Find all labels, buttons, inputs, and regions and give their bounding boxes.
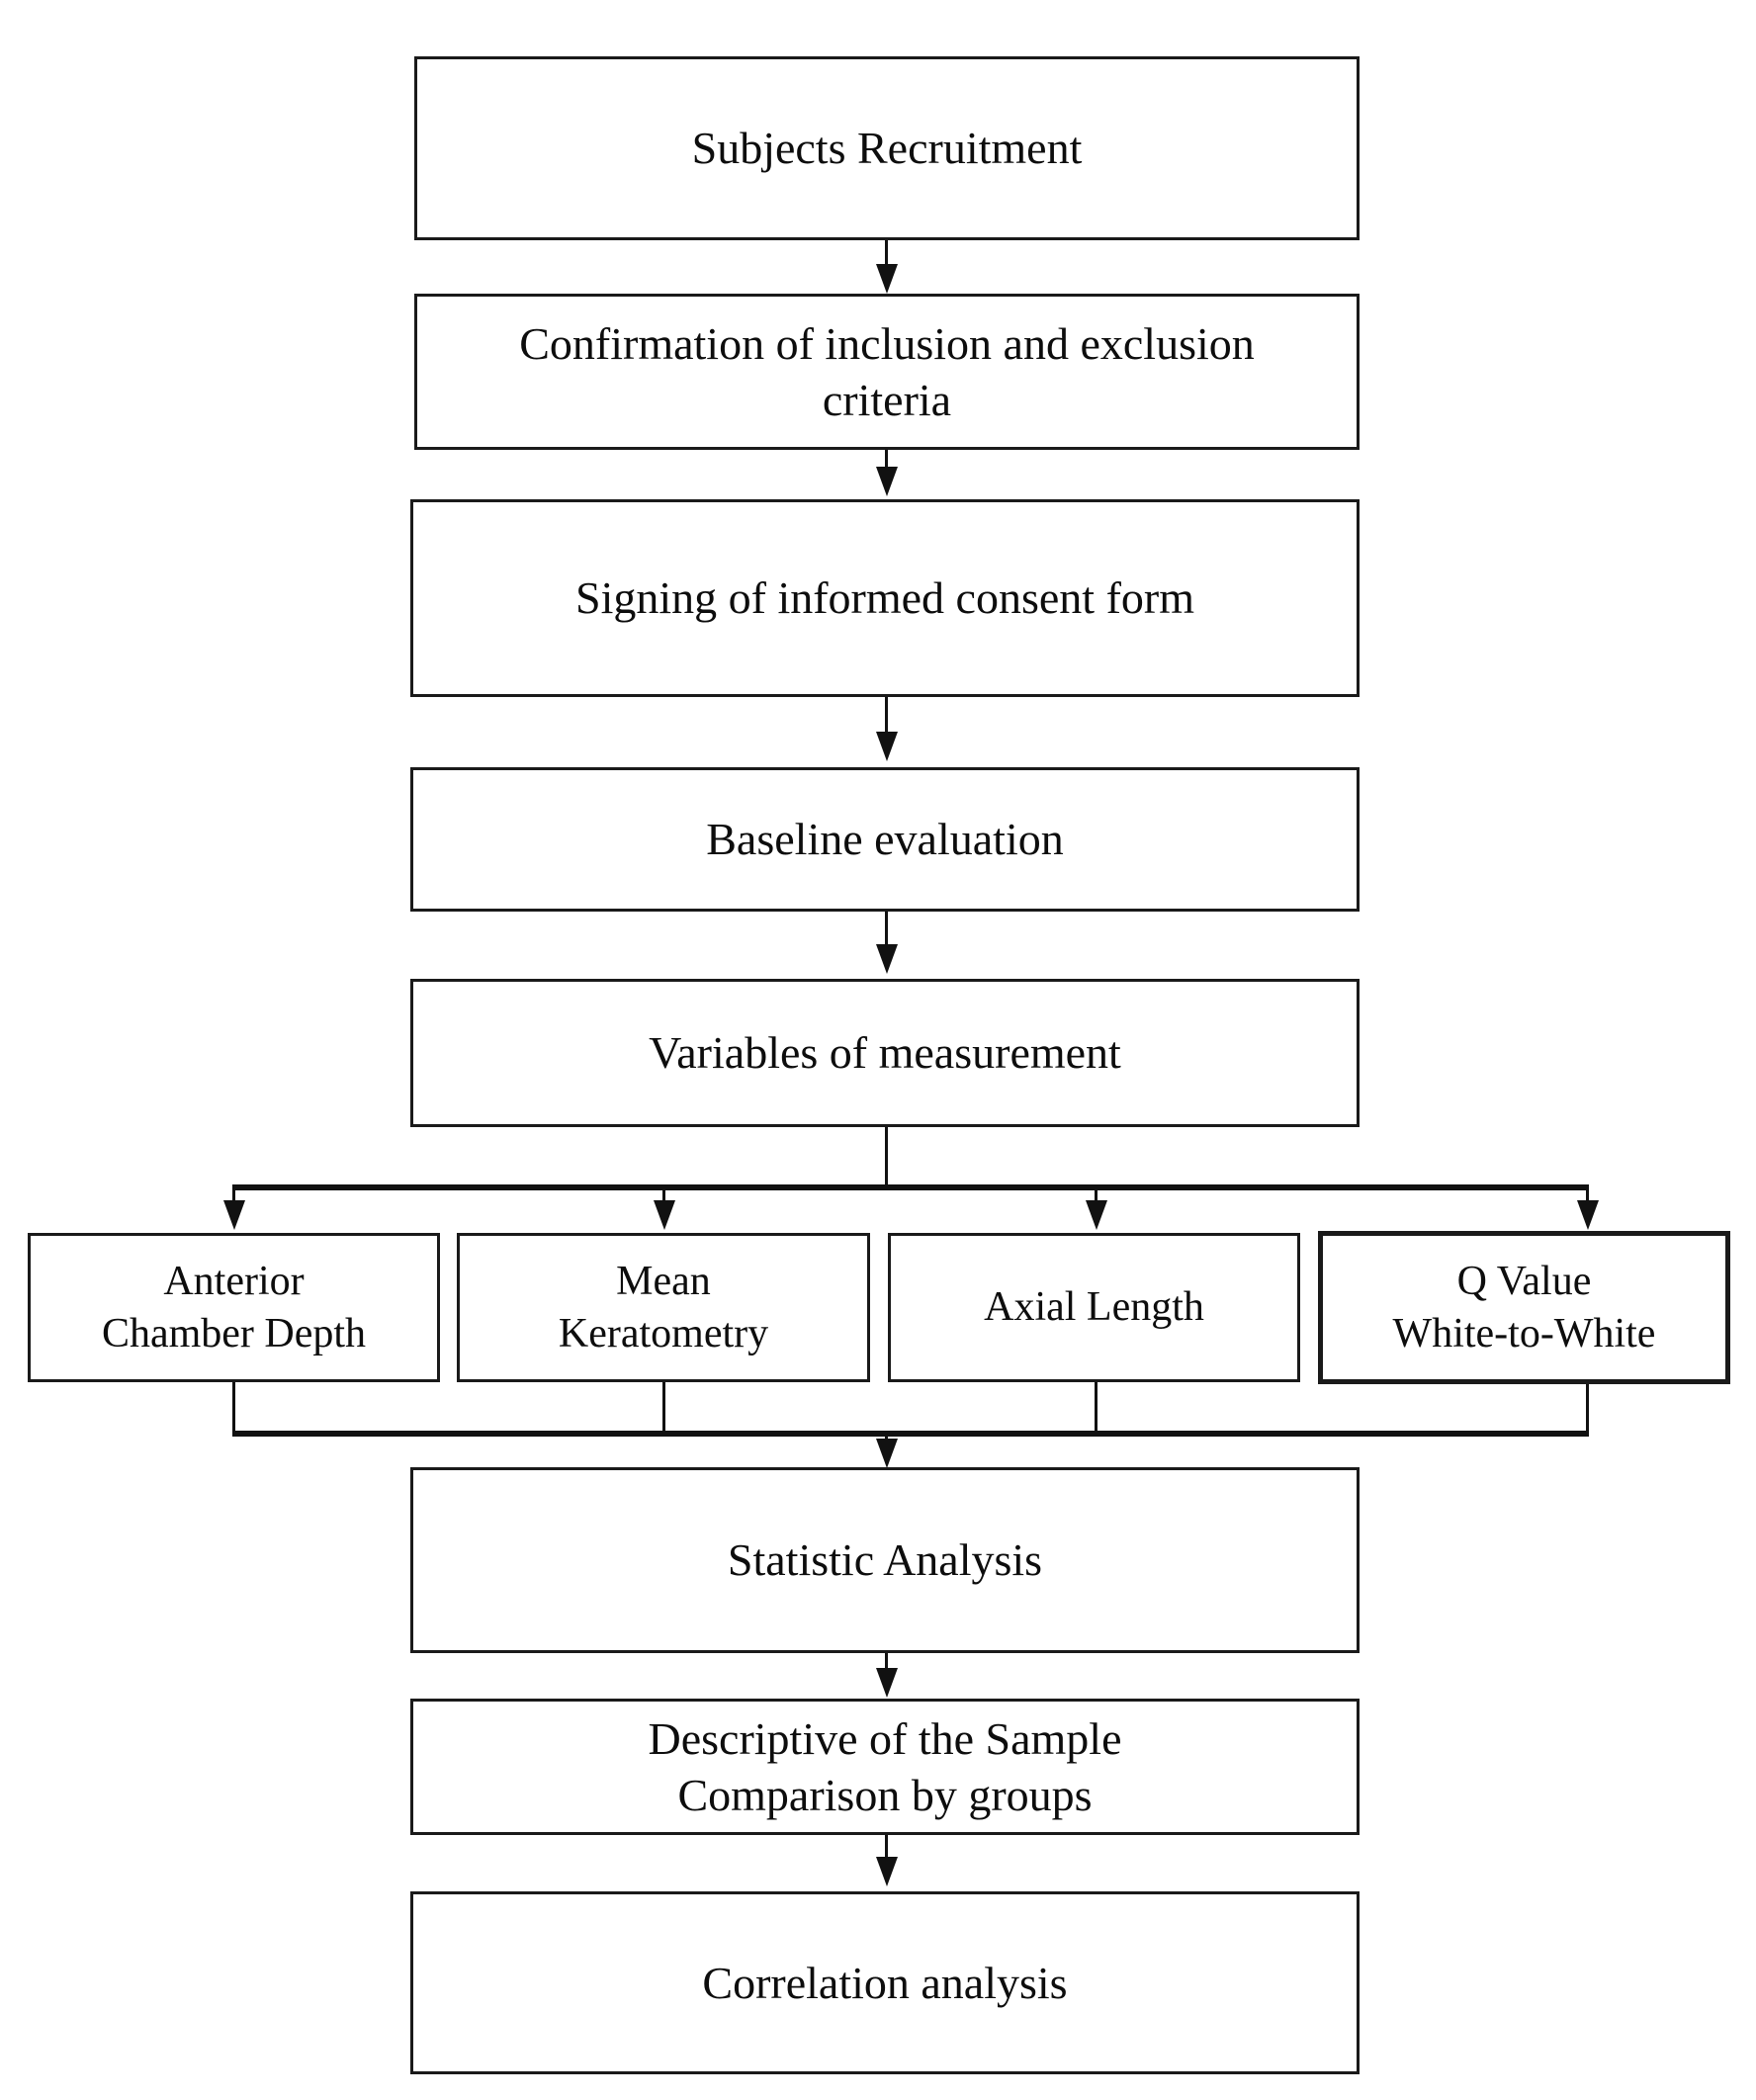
node-baseline-evaluation-label: Baseline evaluation <box>706 814 1064 865</box>
connector-riser-acd <box>232 1382 235 1434</box>
node-variables-of-measurement[interactable]: Variables of measurement <box>410 979 1360 1127</box>
node-q-value-white-to-white-label: Q Value White-to-White <box>1392 1259 1656 1356</box>
node-anterior-chamber-depth[interactable]: Anterior Chamber Depth <box>28 1233 440 1382</box>
node-descriptive-comparison-label: Descriptive of the Sample Comparison by … <box>648 1712 1122 1821</box>
connector-descriptive-to-correlation <box>885 1835 888 1873</box>
node-correlation-analysis[interactable]: Correlation analysis <box>410 1891 1360 2074</box>
arrowhead-to-mean-k <box>654 1200 675 1230</box>
arrowhead-to-consent <box>876 467 898 496</box>
connector-drop-acd <box>232 1184 235 1209</box>
arrowhead-to-baseline <box>876 732 898 761</box>
node-correlation-analysis-label: Correlation analysis <box>702 1957 1068 2008</box>
arrowhead-to-q-value <box>1577 1200 1599 1230</box>
connector-riser-mean-k <box>662 1382 665 1434</box>
node-variables-of-measurement-label: Variables of measurement <box>649 1027 1121 1079</box>
node-mean-keratometry-label: Mean Keratometry <box>558 1259 769 1356</box>
connector-variables-stem <box>885 1127 888 1188</box>
arrowhead-to-correlation <box>876 1857 898 1886</box>
arrowhead-to-statistic <box>876 1439 898 1468</box>
node-mean-keratometry[interactable]: Mean Keratometry <box>457 1233 870 1382</box>
connector-branch-merge-bar <box>232 1431 1589 1437</box>
connector-criteria-to-consent <box>885 450 888 481</box>
node-informed-consent[interactable]: Signing of informed consent form <box>410 499 1360 697</box>
node-statistic-analysis[interactable]: Statistic Analysis <box>410 1467 1360 1653</box>
connector-recruitment-to-criteria <box>885 240 888 278</box>
node-subjects-recruitment-label: Subjects Recruitment <box>691 123 1083 174</box>
node-axial-length[interactable]: Axial Length <box>888 1233 1300 1382</box>
connector-drop-axial-length <box>1095 1184 1098 1209</box>
connector-riser-q-value <box>1586 1384 1589 1434</box>
node-statistic-analysis-label: Statistic Analysis <box>727 1534 1043 1586</box>
arrowhead-to-variables <box>876 944 898 974</box>
arrowhead-to-axial-length <box>1086 1200 1107 1230</box>
arrowhead-to-descriptive <box>876 1668 898 1698</box>
node-subjects-recruitment[interactable]: Subjects Recruitment <box>414 56 1360 240</box>
node-axial-length-label: Axial Length <box>984 1284 1204 1331</box>
node-q-value-white-to-white[interactable]: Q Value White-to-White <box>1318 1231 1730 1384</box>
node-baseline-evaluation[interactable]: Baseline evaluation <box>410 767 1360 912</box>
connector-riser-axial-length <box>1095 1382 1098 1434</box>
connector-drop-q-value <box>1586 1184 1589 1209</box>
connector-consent-to-baseline <box>885 697 888 744</box>
node-informed-consent-label: Signing of informed consent form <box>574 572 1194 624</box>
arrowhead-to-criteria <box>876 264 898 294</box>
connector-branch-distribution-bar <box>232 1184 1589 1190</box>
node-inclusion-exclusion-criteria-label: Confirmation of inclusion and exclusion … <box>519 317 1255 426</box>
arrowhead-to-acd <box>223 1200 245 1230</box>
node-inclusion-exclusion-criteria[interactable]: Confirmation of inclusion and exclusion … <box>414 294 1360 450</box>
connector-drop-mean-k <box>662 1184 665 1209</box>
connector-baseline-to-variables <box>885 912 888 956</box>
node-descriptive-comparison[interactable]: Descriptive of the Sample Comparison by … <box>410 1699 1360 1835</box>
node-anterior-chamber-depth-label: Anterior Chamber Depth <box>101 1259 367 1356</box>
